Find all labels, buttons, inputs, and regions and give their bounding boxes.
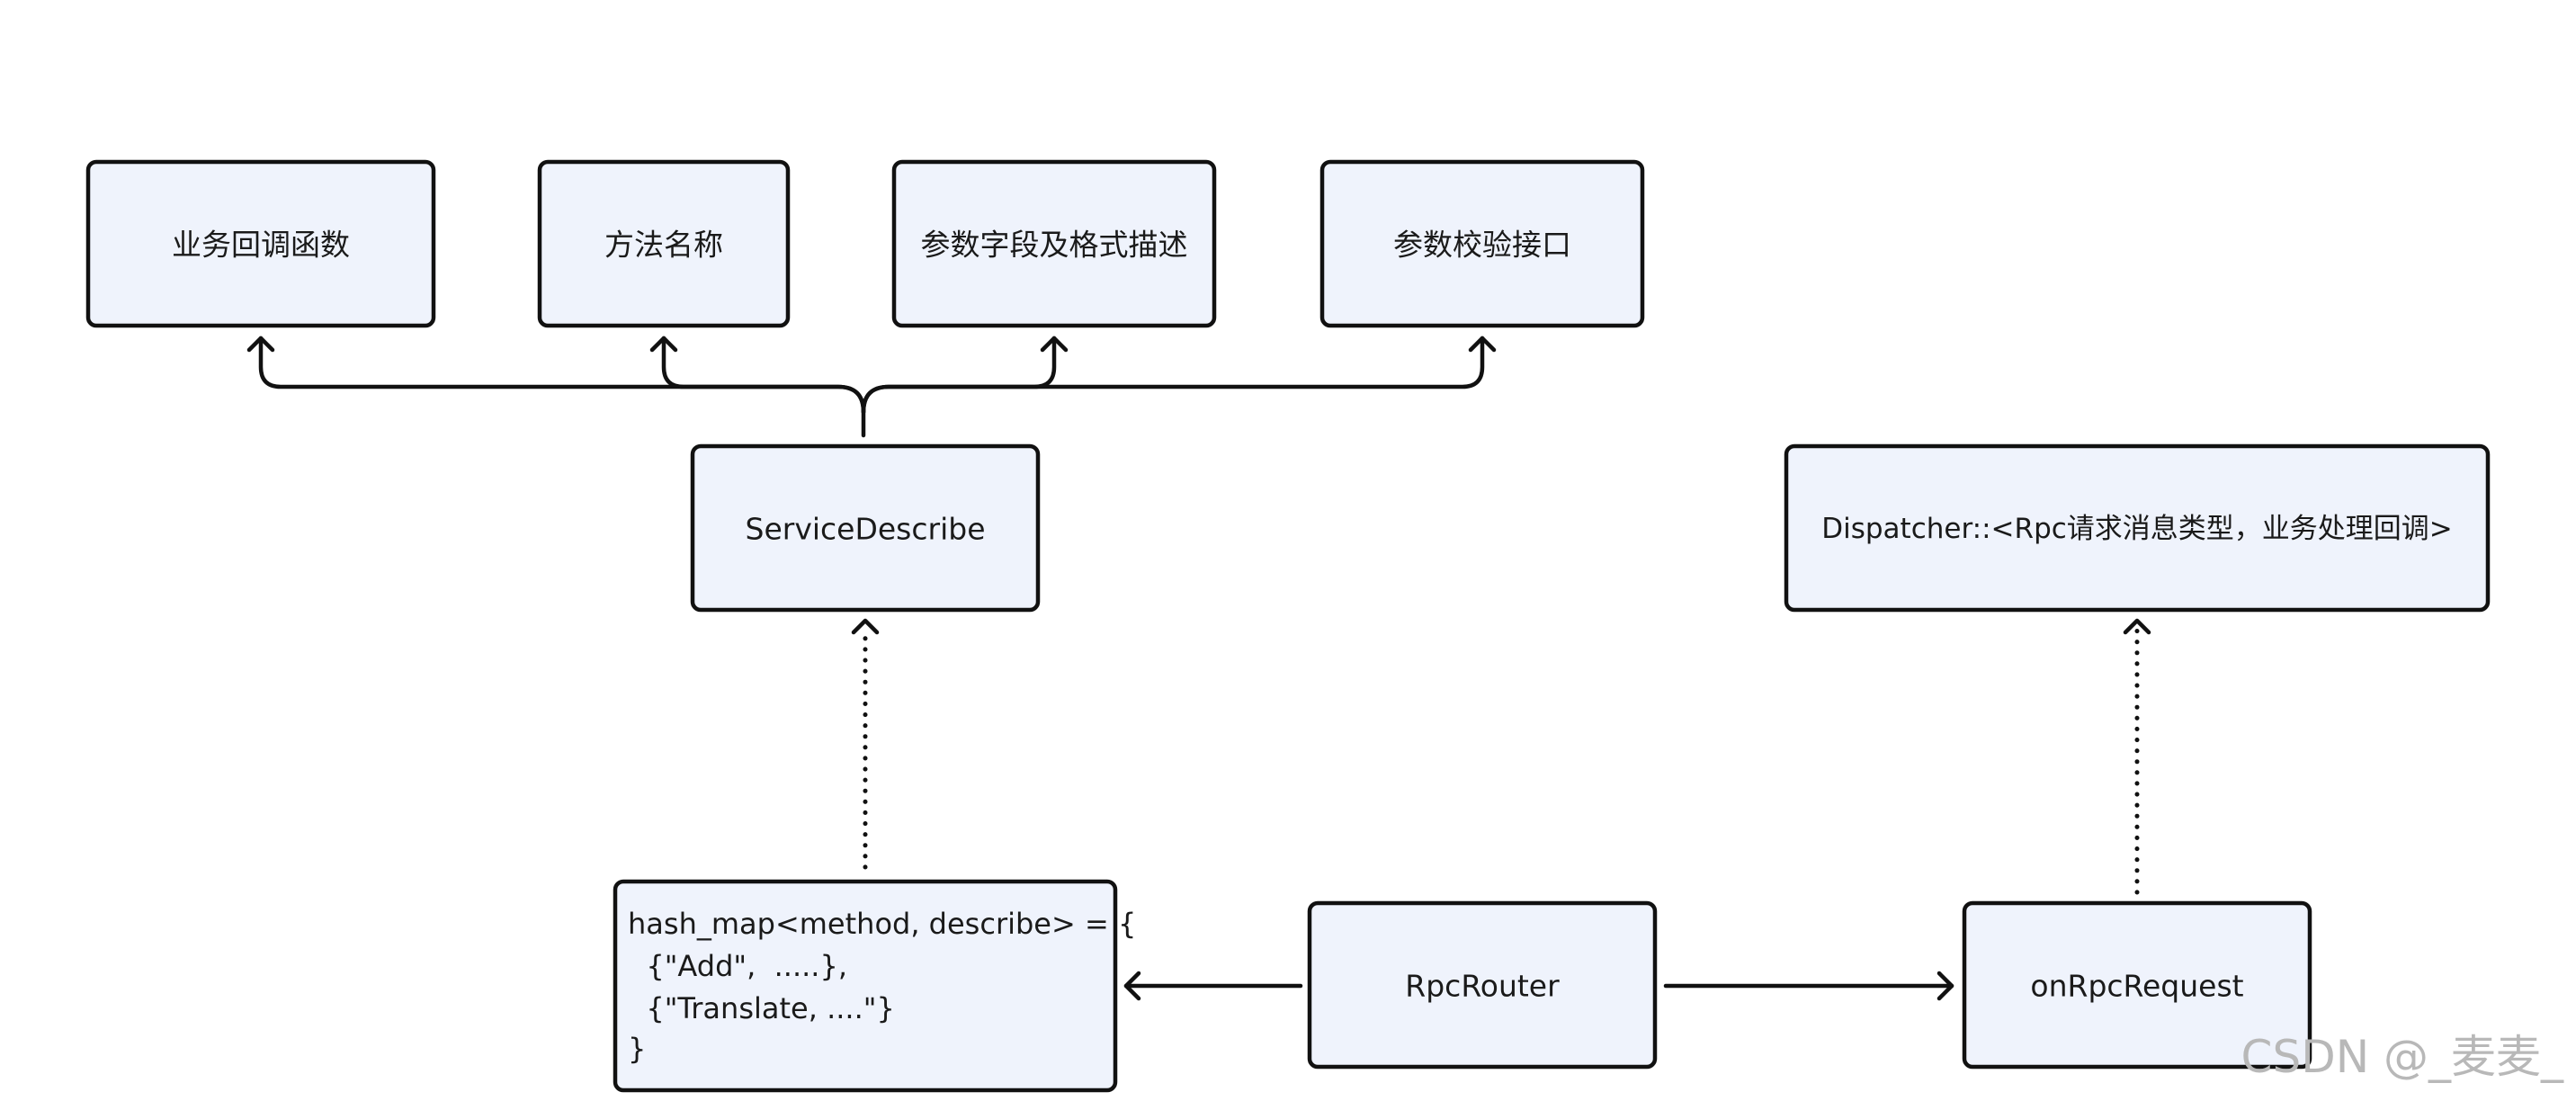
node-on-rpc-request: onRpcRequest bbox=[1962, 900, 2312, 1070]
node-service-describe: ServiceDescribe bbox=[690, 443, 1041, 613]
node-rpc-router-label: RpcRouter bbox=[1405, 969, 1560, 1004]
node-dispatcher: Dispatcher::<Rpc请求消息类型，业务处理回调> bbox=[1784, 443, 2491, 613]
node-method-name-label: 方法名称 bbox=[604, 228, 723, 263]
node-param-check: 参数校验接口 bbox=[1319, 159, 1645, 328]
node-hash-map-line-1: hash_map<method, describe> = { bbox=[628, 907, 1136, 941]
edge-hashmap-to-servicedescribe bbox=[851, 618, 880, 870]
edge-servicedescribe-to-param-check bbox=[861, 336, 1497, 415]
node-on-rpc-request-label: onRpcRequest bbox=[2030, 969, 2243, 1004]
node-param-fields-label: 参数字段及格式描述 bbox=[921, 228, 1188, 263]
edge-rpcrouter-to-onrpcrequest bbox=[1663, 971, 1954, 1001]
node-method-name: 方法名称 bbox=[537, 159, 791, 328]
edge-servicedescribe-to-param-fields bbox=[861, 336, 1069, 415]
node-hash-map-line-4: } bbox=[628, 1032, 646, 1066]
node-service-describe-label: ServiceDescribe bbox=[746, 512, 986, 547]
edge-rpcrouter-to-hashmap bbox=[1123, 971, 1303, 1001]
edge-onrpcrequest-to-dispatcher bbox=[2123, 618, 2151, 895]
node-business-callback: 业务回调函数 bbox=[85, 159, 436, 328]
node-hash-map: hash_map<method, describe> = { {"Add", .… bbox=[613, 879, 1136, 1093]
node-rpc-router: RpcRouter bbox=[1307, 900, 1658, 1070]
edge-servicedescribe-to-method-name bbox=[649, 336, 866, 415]
node-param-check-label: 参数校验接口 bbox=[1393, 228, 1571, 263]
node-business-callback-label: 业务回调函数 bbox=[172, 228, 350, 263]
node-hash-map-line-3: {"Translate, ...."} bbox=[628, 991, 895, 1025]
watermark-text: CSDN @_麦麦_ bbox=[2241, 1031, 2564, 1083]
node-dispatcher-label: Dispatcher::<Rpc请求消息类型，业务处理回调> bbox=[1821, 513, 2453, 545]
node-param-fields: 参数字段及格式描述 bbox=[891, 159, 1217, 328]
node-hash-map-line-2: {"Add", .....}, bbox=[628, 949, 847, 983]
